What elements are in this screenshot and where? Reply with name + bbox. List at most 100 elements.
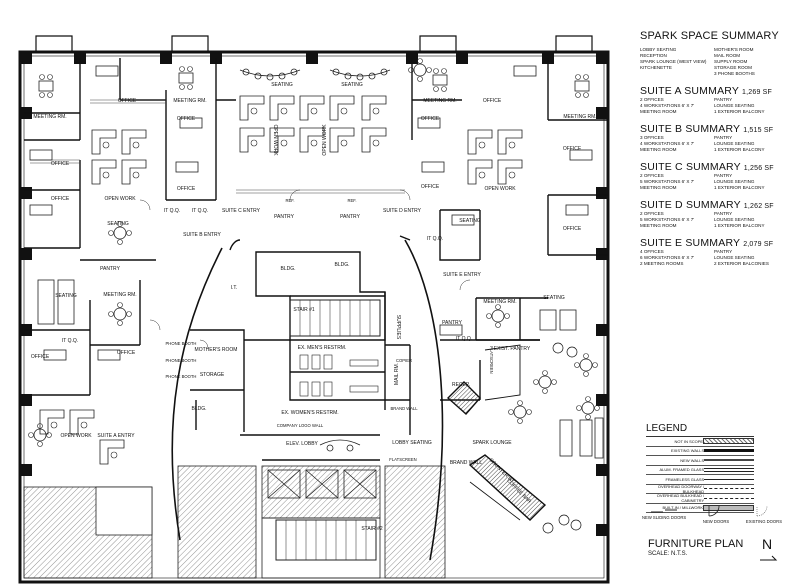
label-copier: COPIER — [396, 358, 412, 363]
lounge-seating — [37, 68, 604, 459]
label-pantry: PANTRY — [274, 214, 294, 220]
label-ref: REF. — [285, 198, 294, 203]
suite-title: SUITE C SUMMARY — [640, 161, 741, 173]
legend-frameless-glass: FRAMELESS GLASS — [646, 475, 754, 485]
label-meeting-room: MEETING RM. — [103, 292, 136, 298]
legend-existing-walls: EXISTING WALLS — [646, 447, 754, 456]
spark-item: RECEPTION — [640, 53, 667, 58]
glass-partitions — [30, 99, 405, 194]
label-it-qq: IT Q.Q. — [164, 208, 180, 214]
label-office: OFFICE — [421, 116, 440, 122]
label-open-work: OPEN WORK — [322, 124, 328, 156]
label-company-logo-wall: COMPANY LOGO WALL — [277, 423, 324, 428]
label-office: OFFICE — [51, 161, 70, 167]
label-office: OFFICE — [177, 186, 196, 192]
label-phone-booth: PHONE BOOTH — [166, 341, 197, 346]
suite-title: SUITE A SUMMARY — [640, 85, 739, 97]
label-seating: SEATING — [271, 82, 293, 88]
label-office: OFFICE — [563, 146, 582, 152]
plan-title-block: FURNITURE PLAN SCALE: N.T.S. — [648, 538, 743, 557]
suite-title: SUITE D SUMMARY — [640, 199, 741, 211]
legend-title: LEGEND — [646, 423, 688, 434]
spark-item: LOBBY SEATING — [640, 47, 677, 52]
label-it: I.T. — [231, 285, 238, 291]
label-pantry: PANTRY — [100, 266, 120, 272]
spark-item: STORAGE ROOM — [714, 65, 752, 70]
door-label: EXISTING DOORS — [745, 519, 782, 524]
spark-item: MAIL ROOM — [714, 53, 741, 58]
label-meeting-room: MEETING RM. — [33, 114, 66, 120]
legend: LEGEND NOT IN SCOPE EXISTING WALLS NEW W… — [646, 420, 754, 513]
label-open-work: OPEN WORK — [104, 196, 136, 202]
label-mail-room: MAIL RM. — [394, 363, 400, 385]
label-stair-1: STAIR #1 — [293, 307, 315, 313]
suite-title: SUITE B SUMMARY — [640, 123, 741, 135]
spark-summary-list: LOBBY SEATING RECEPTION SPARK LOUNGE (WE… — [640, 47, 790, 77]
label-ref: REF. — [347, 198, 356, 203]
label-spark-lounge: SPARK LOUNGE — [472, 440, 512, 446]
legend-not-in-scope: NOT IN SCOPE — [646, 437, 754, 447]
spark-summary-title: SPARK SPACE SUMMARY — [640, 30, 779, 42]
label-flatscreen: FLATSCREEN — [489, 346, 494, 373]
label-seating: SEATING — [459, 218, 481, 224]
elevators — [267, 469, 377, 499]
label-office: OFFICE — [421, 184, 440, 190]
reception-desk — [446, 344, 547, 521]
legend-new-walls: NEW WALLS — [646, 456, 754, 466]
label-stair-2: STAIR #2 — [361, 526, 383, 532]
sliding-door-icon — [651, 509, 678, 513]
door-swings — [139, 189, 471, 349]
door-legend: NEW SLIDING DOORS NEW DOORS EXISTING DOO… — [642, 504, 782, 524]
label-supplies: SUPPLIES — [395, 315, 401, 340]
plan-scale: SCALE: N.T.S. — [648, 551, 688, 557]
north-arrow-icon: N — [760, 536, 780, 562]
label-office: OFFICE — [31, 354, 50, 360]
label-flatscreen: FLATSCREEN — [389, 457, 416, 462]
legend-alum-glass: ALUM. FRAMED GLASS — [646, 466, 754, 475]
existing-door-icon — [756, 505, 768, 517]
plan-title: FURNITURE PLAN — [648, 538, 744, 550]
suite-sf: 1,256 SF — [743, 165, 774, 172]
label-brand-wall: BRAND WALL — [450, 460, 483, 466]
label-office: OFFICE — [177, 116, 196, 122]
label-mothers-room: MOTHER'S ROOM — [195, 347, 238, 353]
label-brand-wall: BRAND WALL — [390, 406, 418, 411]
label-it-qq: IT Q.Q. — [62, 338, 78, 344]
label-meeting-room: MEETING RM. — [563, 114, 596, 120]
label-it-qq: IT Q.Q. — [456, 336, 472, 342]
label-pantry: PANTRY — [340, 214, 360, 220]
suite-title: SUITE E SUMMARY — [640, 237, 741, 249]
spark-item: 3 PHONE BOOTHS — [714, 71, 755, 76]
label-office: OFFICE — [51, 196, 70, 202]
label-seating: SEATING — [543, 295, 565, 301]
interior-walls — [24, 58, 608, 561]
label-seating: SEATING — [341, 82, 363, 88]
door-label: NEW DOORS — [702, 519, 730, 524]
label-office: OFFICE — [563, 226, 582, 232]
not-in-scope-areas — [23, 465, 446, 579]
label-womens-restroom: EX. WOMEN'S RESTRM. — [281, 410, 338, 416]
suite-sf: 2,079 SF — [743, 241, 774, 248]
label-meeting-room: MEETING RM. — [173, 98, 206, 104]
label-meeting-room: MEETING RM. — [483, 299, 516, 305]
label-open-work: OPEN WORK — [484, 186, 516, 192]
legend-overhead-doorway: OVERHEAD DOORWAY / BULKHEAD — [646, 484, 754, 494]
plants — [542, 342, 582, 534]
label-seating: SEATING — [107, 221, 129, 227]
label-office: OFFICE — [118, 98, 137, 104]
label-bldg: BLDG. — [334, 262, 349, 268]
label-phone-booth: PHONE BOOTH — [166, 358, 197, 363]
label-open-work: OPEN WORK — [272, 124, 278, 156]
spark-item: SPARK LOUNGE (WEST VIEW) — [640, 59, 707, 64]
restroom-fixtures — [299, 354, 379, 397]
label-bldg: BLDG. — [280, 266, 295, 272]
label-phone-booth: PHONE BOOTH — [166, 374, 197, 379]
label-suite-c-entry: SUITE C ENTRY — [222, 208, 261, 214]
label-storage: STORAGE — [200, 372, 225, 378]
legend-overhead-cabinetry: OVERHEAD BULKHEAD / CABINETRY — [646, 493, 754, 504]
